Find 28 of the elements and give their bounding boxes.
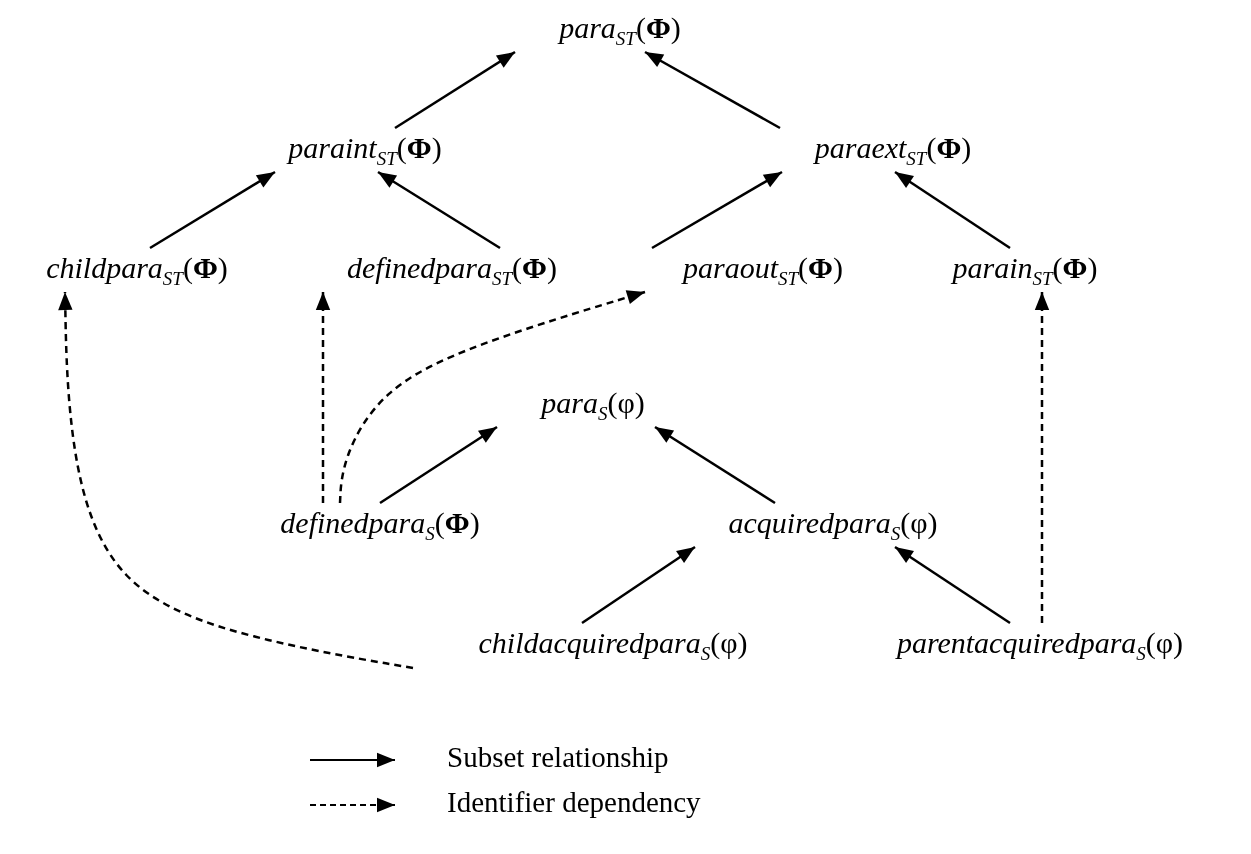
formula-label: paraext$_{ST}$(Φ) — [793, 128, 993, 172]
arrow — [894, 545, 1011, 625]
arrow — [644, 50, 781, 130]
arrow — [581, 545, 696, 625]
dashed-arrow — [1034, 292, 1050, 623]
formula-label: paraout$_{ST}$(Φ) — [648, 248, 878, 292]
formula-label: childacquiredpara$_{S}$(φ) — [413, 623, 813, 667]
formula-label: para$_{S}$(φ) — [528, 383, 658, 427]
formula-label: childpara$_{ST}$(Φ) — [5, 248, 269, 292]
formula-label: parentacquiredpara$_{S}$(φ) — [835, 623, 1245, 667]
arrow — [149, 170, 276, 250]
formula-label: para$_{ST}$(Φ) — [535, 8, 705, 52]
arrow — [377, 170, 501, 250]
arrow — [379, 425, 498, 505]
formula-label: definedpara$_{ST}$(Φ) — [307, 248, 597, 292]
formula-label: definedpara$_{S}$(Φ) — [240, 503, 520, 547]
arrow — [894, 170, 1011, 250]
formula-label: acquiredpara$_{S}$(φ) — [688, 503, 978, 547]
dashed-arrow — [338, 290, 646, 504]
arrow — [394, 50, 516, 130]
dashed-arrow — [58, 291, 414, 670]
dashed-arrow — [315, 292, 331, 503]
legend-label: Identifier dependency — [447, 786, 701, 819]
arrow — [651, 170, 783, 250]
formula-label: parain$_{ST}$(Φ) — [920, 248, 1130, 292]
formula-label: paraint$_{ST}$(Φ) — [265, 128, 465, 172]
arrow — [654, 425, 776, 505]
legend-label: Subset relationship — [447, 741, 669, 774]
